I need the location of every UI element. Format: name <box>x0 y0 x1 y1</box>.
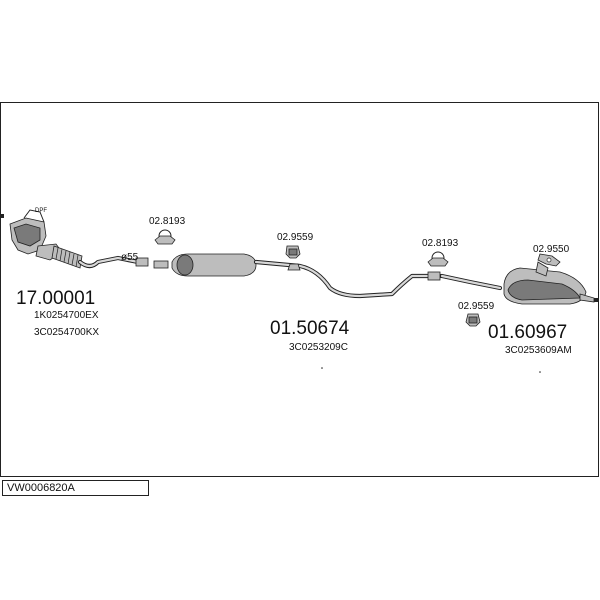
dpf-oem-code-2: 3C0254700KX <box>34 327 99 338</box>
middle-outlet-sleeve <box>427 271 441 281</box>
middle-oem-code: 3C0253209C <box>289 342 348 353</box>
clamp-rear-label: 02.8193 <box>422 238 459 249</box>
middle-silencer-body <box>171 253 257 277</box>
diagram-code-box: VW0006820A <box>2 480 149 496</box>
clamp-front-label: 02.8193 <box>149 216 186 227</box>
pipe-diameter-label: ø55 <box>121 252 139 263</box>
middle-dot <box>321 367 323 369</box>
middle-silencer-end <box>176 254 194 276</box>
rear-part-number: 01.60967 <box>488 322 567 343</box>
rubber-mount-rear-label: 02.9559 <box>458 301 495 312</box>
rear-silencer-shade <box>507 279 581 301</box>
middle-silencer-assembly[interactable] <box>153 253 443 299</box>
rubber-mount-front[interactable] <box>285 245 301 271</box>
rubber-mount-rear[interactable] <box>465 313 481 327</box>
frame-right-marker <box>594 298 598 302</box>
clamp-rear-base <box>427 257 449 267</box>
front-pipe-sleeve <box>135 257 149 267</box>
diagram-frame <box>0 102 599 477</box>
flex-pipe <box>51 245 83 269</box>
dpf-tag: DPF <box>35 208 47 214</box>
hanger-rear-label: 02.9550 <box>533 244 570 255</box>
dpf-part-number: 17.00001 <box>16 288 95 309</box>
dpf-assembly[interactable] <box>9 209 149 269</box>
dpf-oem-code-1: 1K0254700EX <box>34 310 99 321</box>
rubber-mount-front-foot <box>287 263 301 271</box>
middle-inlet-joint <box>153 260 169 269</box>
dpf-flange <box>13 223 41 247</box>
clamp-rear[interactable] <box>427 251 449 267</box>
dpf-top-edge <box>23 209 45 223</box>
clamp-front[interactable] <box>154 229 176 245</box>
clamp-front-base <box>154 235 176 245</box>
rear-oem-code: 3C0253609AM <box>505 345 572 356</box>
middle-part-number: 01.50674 <box>270 318 350 339</box>
hanger-rear[interactable] <box>537 253 561 267</box>
rear-dot <box>539 371 541 373</box>
rear-hanger-bracket <box>535 261 549 277</box>
middle-tail-pipe <box>253 259 443 299</box>
frame-left-marker <box>0 214 4 218</box>
rear-tailpipe <box>579 293 595 303</box>
diagram-code: VW0006820A <box>7 482 75 494</box>
rubber-mount-front-label: 02.9559 <box>277 232 314 243</box>
rear-silencer-assembly[interactable] <box>439 261 595 305</box>
